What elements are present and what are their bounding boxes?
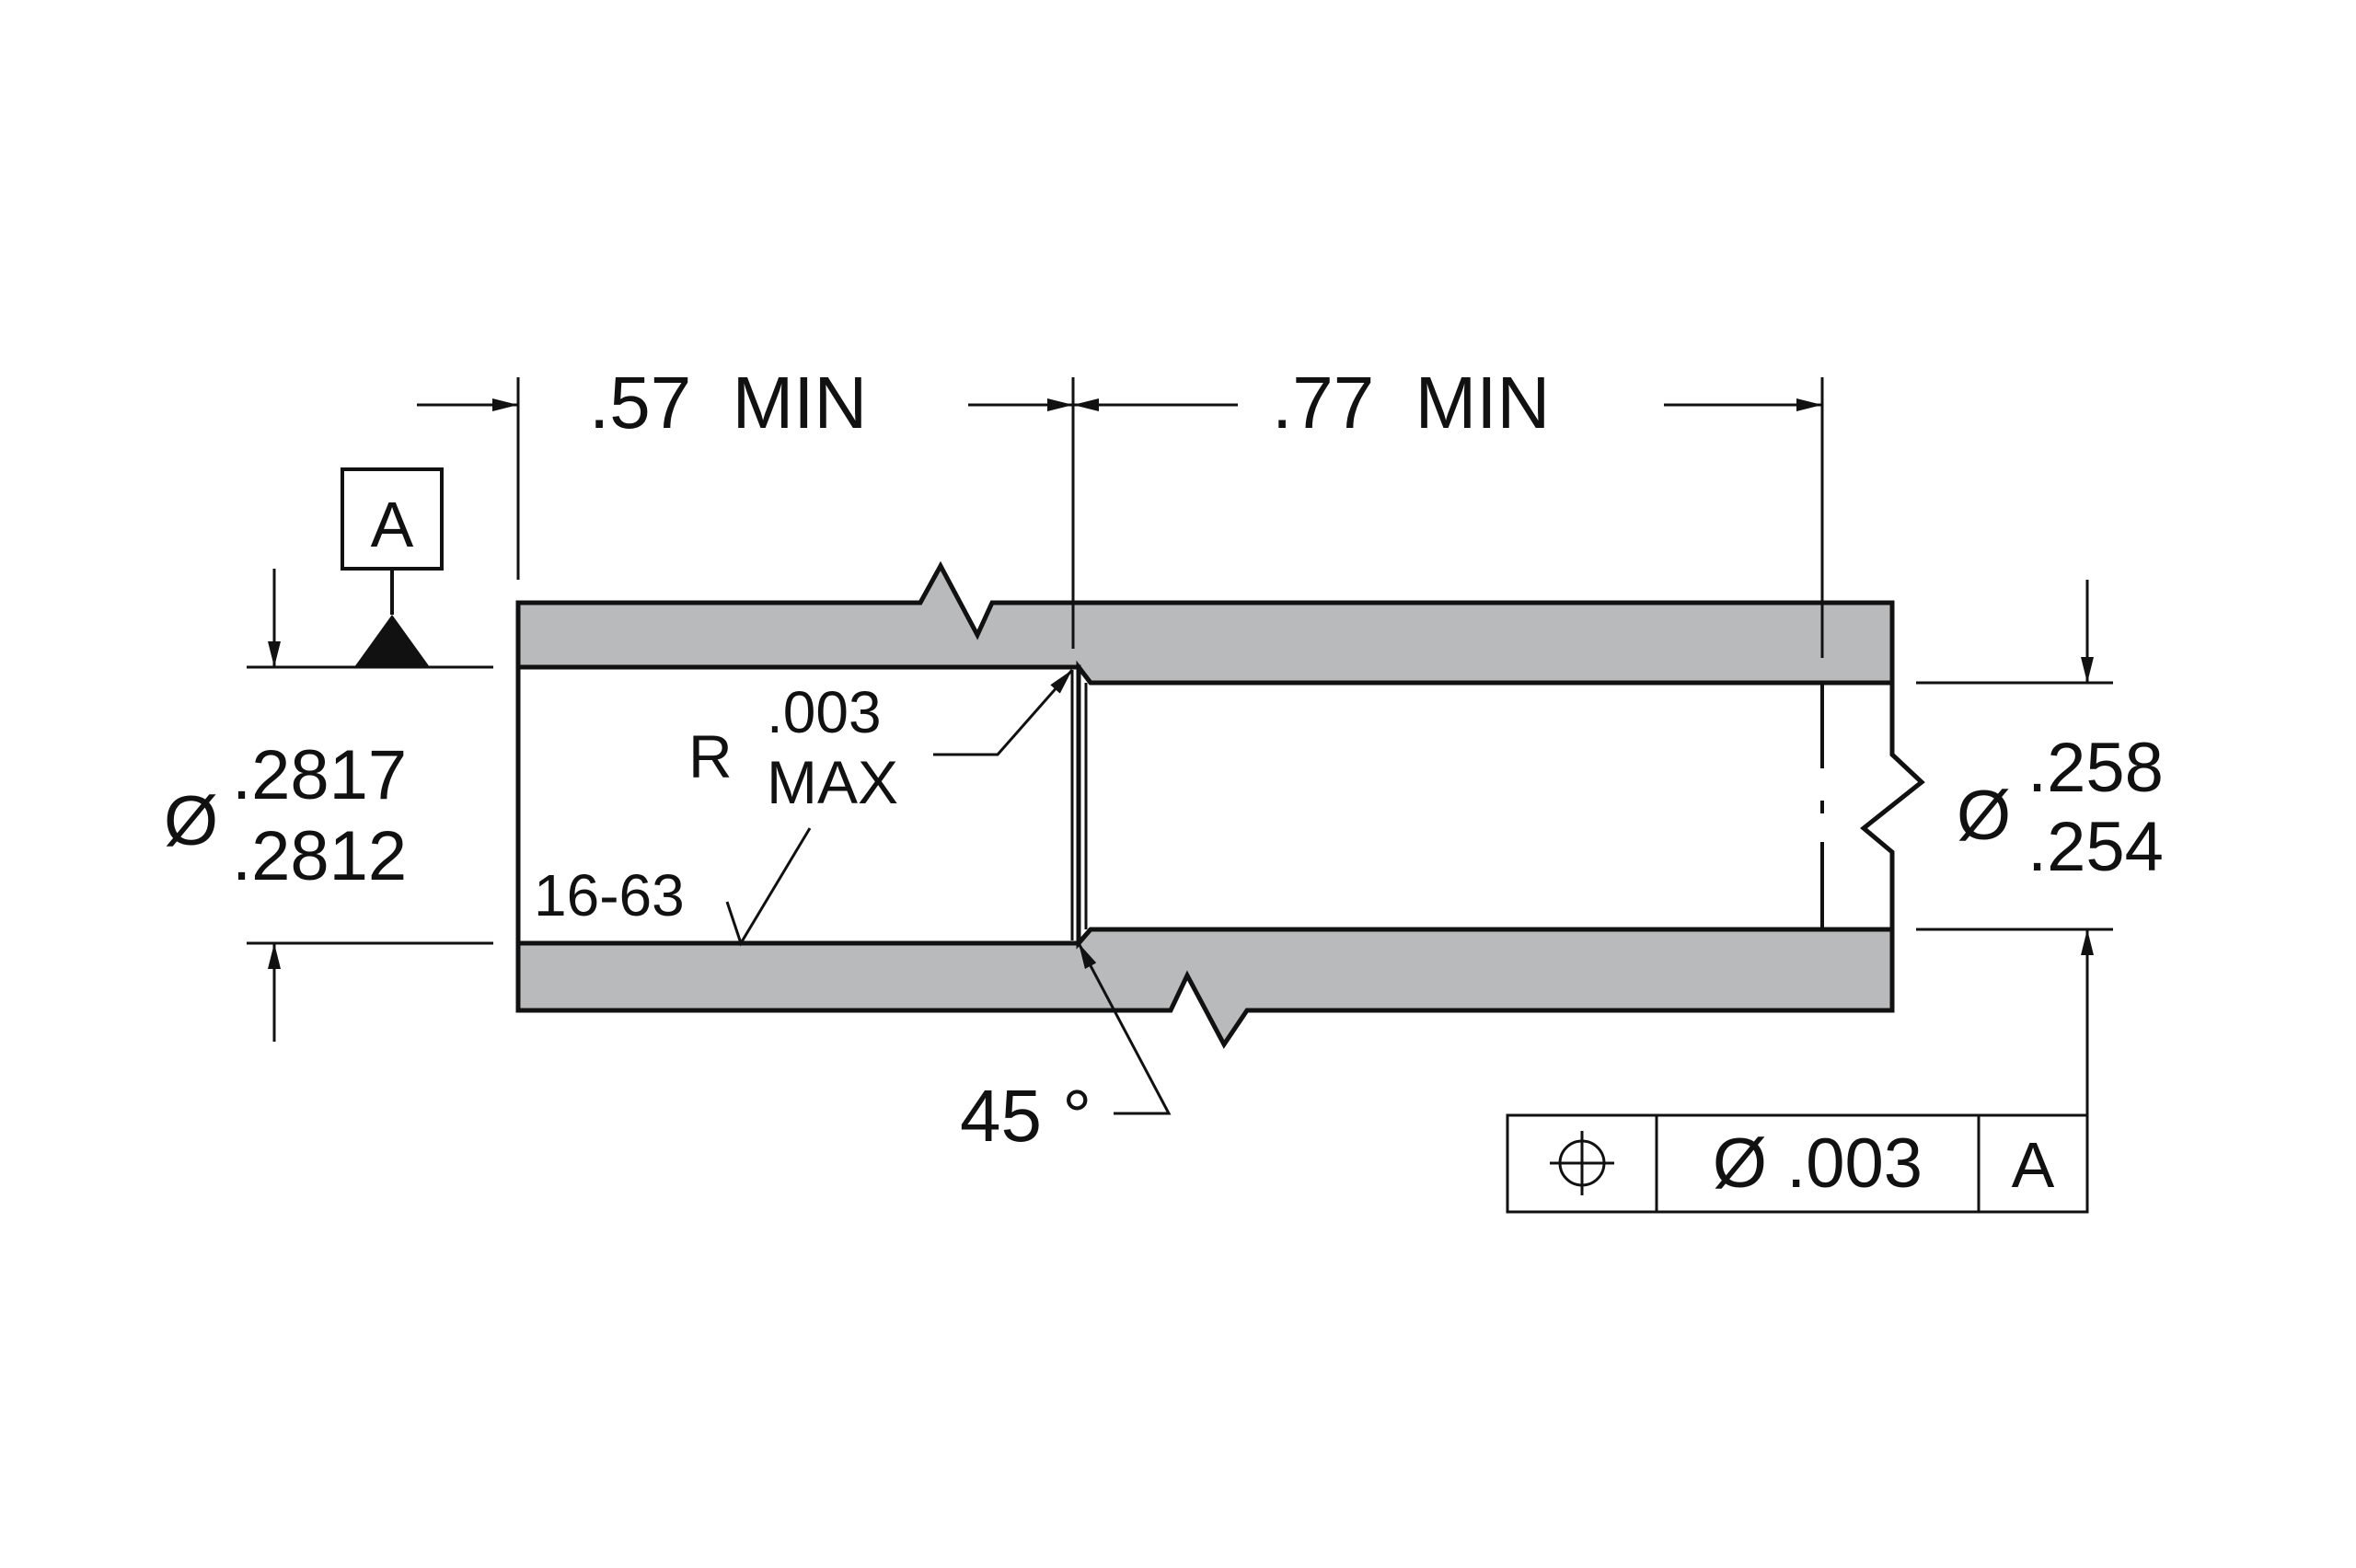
bore-dia-symbol: Ø bbox=[164, 782, 218, 860]
datum-triangle bbox=[354, 615, 430, 667]
radius-leader bbox=[933, 669, 1074, 756]
bore-dia-lower: .2812 bbox=[232, 817, 407, 895]
position-icon bbox=[1550, 1131, 1614, 1195]
radius-max: MAX bbox=[767, 748, 898, 816]
length-dimensions bbox=[417, 377, 1824, 658]
chamfer-step bbox=[1070, 670, 1088, 940]
radius-prefix: R bbox=[688, 722, 733, 790]
part-body bbox=[515, 560, 1925, 1049]
datum-feature-symbol bbox=[341, 467, 444, 667]
surface-finish-label: 16-63 bbox=[534, 862, 685, 928]
small-dia-upper: .258 bbox=[2027, 729, 2164, 807]
bore-diameter-dimension bbox=[247, 569, 493, 1042]
bottom-wall bbox=[515, 927, 1895, 1049]
chamfer-leader bbox=[1077, 942, 1172, 1115]
bore-interior bbox=[515, 664, 1081, 946]
radius-value: .003 bbox=[767, 679, 882, 745]
bore-dia-upper: .2817 bbox=[232, 736, 407, 814]
small-dia-symbol: Ø bbox=[1957, 777, 2011, 855]
fcf-tolerance: Ø .003 bbox=[1713, 1124, 1923, 1203]
small-bore-interior bbox=[1076, 660, 1925, 950]
small-dia-lower: .254 bbox=[2027, 808, 2164, 886]
left-length-label: .57 MIN bbox=[589, 362, 867, 444]
right-length-label: .77 MIN bbox=[1272, 362, 1550, 444]
chamfer-angle-label: 45 ° bbox=[960, 1075, 1091, 1157]
surface-finish-symbol bbox=[725, 827, 812, 947]
fcf-datum-ref: A bbox=[2012, 1129, 2055, 1201]
small-diameter-dimension bbox=[1916, 580, 2113, 1115]
datum-label: A bbox=[371, 489, 414, 560]
